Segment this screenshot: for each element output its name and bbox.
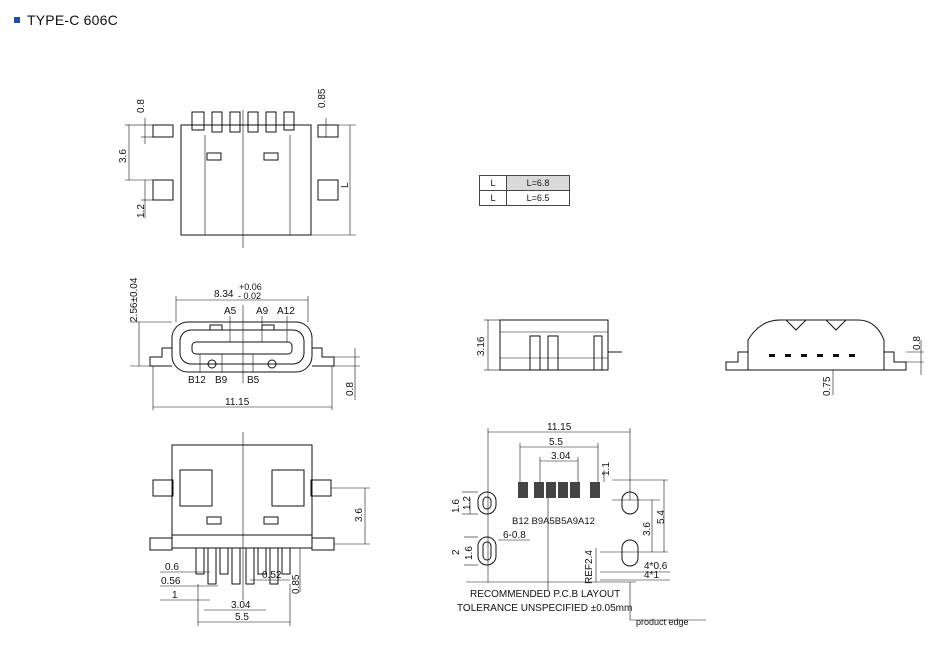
dim-label: 5.4 xyxy=(656,510,667,524)
dim-label: 5.5 xyxy=(549,437,563,448)
dim-label: 0.8 xyxy=(136,99,147,113)
dim-label: 8.34 xyxy=(214,289,234,300)
page-header: TYPE-C 606C xyxy=(14,10,118,30)
pcb-layout: 11.15 5.5 3.04 1.1 1.6 1.2 2 1.6 6-0.8 3… xyxy=(451,422,706,621)
dim-label: 5.5 xyxy=(235,612,249,623)
dim-label: 3.6 xyxy=(118,149,129,163)
table-row: L L=6.8 xyxy=(479,175,570,191)
dim-label: 2 xyxy=(451,549,462,555)
dim-label: 1.6 xyxy=(464,546,475,560)
pin-label: B12 B9A5B5A9A12 xyxy=(512,516,595,527)
table-cell-value: L=6.8 xyxy=(506,175,570,191)
dim-label: 0.75 xyxy=(822,376,833,396)
dim-label: 0.6 xyxy=(165,562,179,573)
side-view: 3.16 xyxy=(476,319,622,371)
dim-label: L xyxy=(340,182,351,188)
dim-label: 2.56±0.04 xyxy=(129,277,140,322)
dim-label: 4*1 xyxy=(644,570,659,581)
dim-label: 0.8 xyxy=(345,382,356,396)
dim-label: 11.15 xyxy=(547,422,572,433)
pin-label: A9 xyxy=(256,306,269,317)
pin-label: A5 xyxy=(224,306,237,317)
pin-label: B12 xyxy=(188,375,206,386)
top-view: 0.8 0.85 3.6 1.2 L xyxy=(118,88,356,248)
dim-label: 1.2 xyxy=(136,204,147,218)
dim-label: 0.85 xyxy=(291,574,302,594)
length-table: L L=6.8 L L=6.5 xyxy=(479,175,570,206)
dim-label: 3.6 xyxy=(642,522,653,536)
table-cell-key: L xyxy=(479,190,507,206)
pin-label: B5 xyxy=(247,375,260,386)
dim-label: 0.8 xyxy=(912,336,923,350)
pin-label: B9 xyxy=(215,375,228,386)
page-title: TYPE-C 606C xyxy=(27,12,118,28)
dim-label: 0.56 xyxy=(161,576,181,587)
dim-label: 1.1 xyxy=(601,462,612,476)
dim-label: 3.04 xyxy=(231,600,251,611)
product-edge-note: product edge xyxy=(636,617,689,627)
rear-view: 0.8 0.75 xyxy=(725,319,924,396)
table-cell-value: L=6.5 xyxy=(506,190,570,206)
bottom-view: 0.6 0.56 1 3.04 5.5 0.52 0.85 3.6 xyxy=(149,432,370,626)
dim-label: 0.85 xyxy=(317,88,328,108)
tolerance-note: TOLERANCE UNSPECIFIED ±0.05mm xyxy=(457,603,633,614)
dim-label: REF2.4 xyxy=(584,550,595,584)
dim-label: 6-0.8 xyxy=(503,530,526,541)
dim-label: 1.6 xyxy=(451,499,462,513)
dim-label: 3.16 xyxy=(476,336,487,356)
dim-label: 0.52 xyxy=(262,570,282,581)
dim-label: - 0.02 xyxy=(238,291,261,301)
dim-label: 3.04 xyxy=(551,451,571,462)
bullet-square-icon xyxy=(14,17,20,23)
pin-label: A12 xyxy=(277,306,295,317)
dim-label: 1 xyxy=(172,590,178,601)
dim-label: +0.06 xyxy=(239,282,262,292)
dim-label: 11.15 xyxy=(225,397,250,408)
dim-label: 4*0.6 xyxy=(644,561,668,572)
dim-label: 3.6 xyxy=(354,508,365,522)
layout-note: RECOMMENDED P.C.B LAYOUT xyxy=(470,589,621,600)
table-row: L L=6.5 xyxy=(479,190,570,206)
dim-label: 1.2 xyxy=(462,496,473,510)
front-view: 8.34 +0.06 - 0.02 2.56±0.04 11.15 0.8 A5… xyxy=(129,277,360,410)
